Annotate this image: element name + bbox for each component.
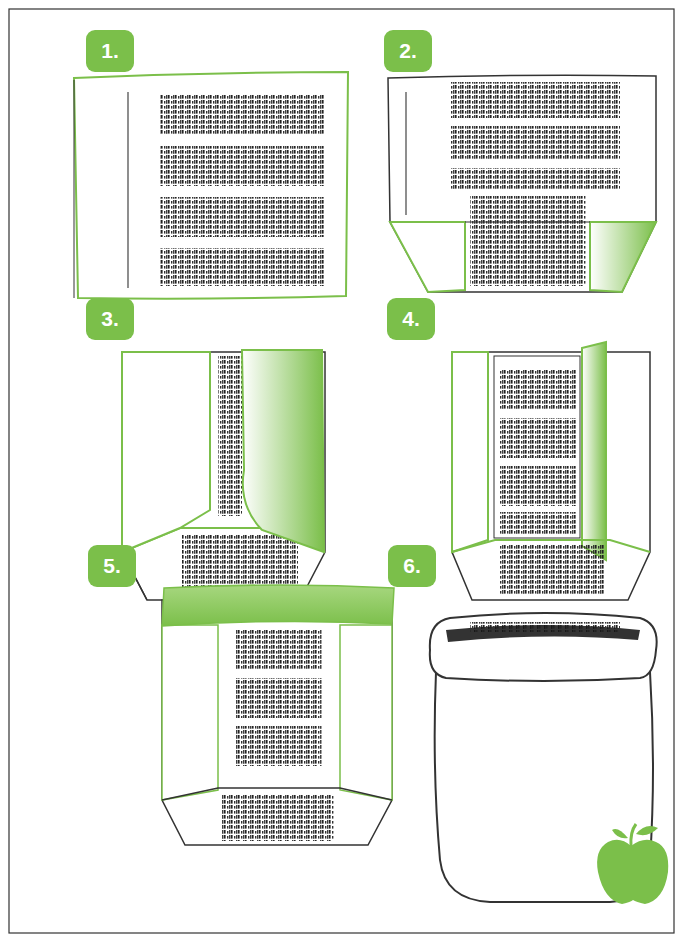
- callout-number: 4.: [402, 307, 420, 331]
- callout-number: 3.: [101, 307, 119, 331]
- step-badge: 6.: [388, 545, 436, 587]
- panel-2-sheet: [388, 75, 656, 292]
- callout-number: 6.: [403, 554, 421, 578]
- step-badge: 5.: [88, 545, 136, 587]
- step-badge: 4.: [387, 298, 435, 340]
- frame: [9, 9, 674, 933]
- panel-5-bag: [162, 585, 394, 845]
- step-badge: 2.: [384, 30, 432, 72]
- step-badge: 3.: [86, 298, 134, 340]
- callout-number: 2.: [399, 39, 417, 63]
- callout-number: 5.: [103, 554, 121, 578]
- callout-number: 1.: [101, 39, 119, 63]
- panel-1-sheet: [74, 72, 348, 299]
- step-badge: 1.: [86, 30, 134, 72]
- panel-6-bag: [430, 613, 668, 904]
- panel-3-bag: [122, 350, 325, 600]
- panel-4-bag: [452, 342, 650, 600]
